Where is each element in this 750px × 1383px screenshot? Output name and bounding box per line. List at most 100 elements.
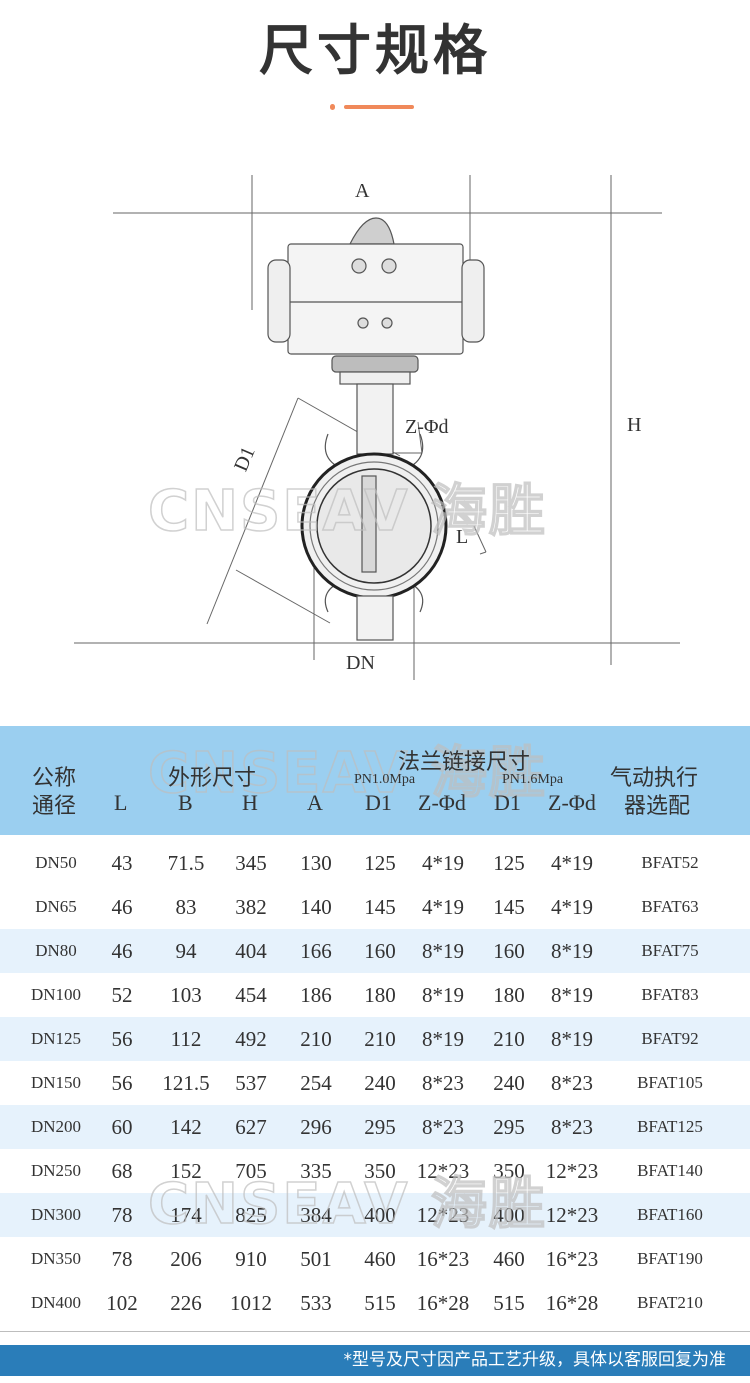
cell-d1-pn16: 180 — [493, 983, 525, 1007]
header-d1-pn10: D1 — [365, 790, 392, 815]
cell-zd-pn16: 16*28 — [545, 1291, 599, 1315]
cell-l: 52 — [111, 983, 133, 1007]
accent-bar — [344, 105, 414, 109]
cell-d1-pn16: 125 — [493, 851, 525, 875]
cell-h: 627 — [235, 1115, 267, 1139]
cell-actuator-model: BFAT125 — [637, 1117, 703, 1136]
cell-b: 206 — [170, 1247, 202, 1271]
cell-actuator-model: BFAT92 — [641, 1029, 699, 1048]
cell-h: 382 — [235, 895, 267, 919]
cell-a: 384 — [300, 1203, 332, 1227]
accent-dot — [330, 104, 335, 110]
cell-dn: DN150 — [30, 1073, 82, 1092]
cell-d1-pn10: 460 — [364, 1247, 396, 1271]
header-actuator-line1: 气动执行 — [610, 766, 699, 791]
cell-b: 112 — [170, 1027, 202, 1051]
cell-h: 537 — [235, 1071, 267, 1095]
cell-d1-pn10: 400 — [364, 1203, 396, 1227]
cell-d1-pn16: 515 — [493, 1291, 525, 1315]
cell-a: 166 — [300, 939, 332, 963]
cell-l: 68 — [111, 1159, 133, 1183]
cell-a: 130 — [300, 851, 332, 875]
cell-dn: DN50 — [35, 853, 77, 872]
butterfly-valve-icon — [74, 175, 680, 680]
cell-zd-pn16: 8*23 — [551, 1115, 593, 1139]
header-flange-group: 法兰链接尺寸 — [398, 750, 531, 775]
cell-zd-pn16: 4*19 — [551, 851, 593, 875]
cell-dn: DN80 — [35, 941, 77, 960]
cell-d1-pn16: 145 — [493, 895, 525, 919]
cell-zd-pn10: 12*23 — [416, 1159, 470, 1183]
cell-h: 345 — [235, 851, 267, 875]
cell-zd-pn10: 4*19 — [422, 851, 464, 875]
cell-d1-pn16: 210 — [493, 1027, 525, 1051]
cell-d1-pn16: 460 — [493, 1247, 525, 1271]
cell-d1-pn10: 210 — [364, 1027, 396, 1051]
cell-actuator-model: BFAT83 — [641, 985, 699, 1004]
cell-a: 335 — [300, 1159, 332, 1183]
cell-d1-pn10: 240 — [364, 1071, 396, 1095]
cell-h: 404 — [235, 939, 267, 963]
cell-actuator-model: BFAT52 — [641, 853, 699, 872]
cell-dn: DN300 — [30, 1205, 82, 1224]
cell-a: 140 — [300, 895, 332, 919]
cell-actuator-model: BFAT105 — [637, 1073, 703, 1092]
dimension-label-z-phi-d: Z-Φd — [405, 416, 449, 438]
cell-h: 1012 — [230, 1291, 272, 1315]
table-bottom-divider — [0, 1331, 750, 1332]
cell-dn: DN125 — [30, 1029, 82, 1048]
cell-b: 226 — [170, 1291, 202, 1315]
cell-actuator-model: BFAT210 — [637, 1293, 703, 1312]
cell-b: 103 — [170, 983, 202, 1007]
cell-d1-pn10: 160 — [364, 939, 396, 963]
cell-zd-pn10: 8*23 — [422, 1115, 464, 1139]
cell-zd-pn16: 12*23 — [545, 1159, 599, 1183]
footer-note-bar: *型号及尺寸因产品工艺升级，具体以客服回复为准 — [0, 1345, 750, 1376]
cell-h: 492 — [235, 1027, 267, 1051]
cell-h: 705 — [235, 1159, 267, 1183]
cell-zd-pn10: 8*19 — [422, 983, 464, 1007]
header-actuator-line2: 器选配 — [624, 794, 691, 819]
cell-zd-pn16: 8*19 — [551, 983, 593, 1007]
cell-zd-pn16: 16*23 — [545, 1247, 599, 1271]
cell-h: 910 — [235, 1247, 267, 1271]
cell-d1-pn16: 400 — [493, 1203, 525, 1227]
cell-a: 210 — [300, 1027, 332, 1051]
page-title: 尺寸规格 — [259, 18, 491, 82]
cell-b: 174 — [170, 1203, 202, 1227]
cell-actuator-model: BFAT190 — [637, 1249, 703, 1268]
cell-actuator-model: BFAT140 — [637, 1161, 703, 1180]
dimension-label-h: H — [627, 414, 642, 436]
cell-zd-pn10: 4*19 — [422, 895, 464, 919]
cell-dn: DN250 — [30, 1161, 82, 1180]
header-nominal-line2: 通径 — [32, 794, 77, 819]
dimension-label-l: L — [456, 526, 469, 548]
cell-a: 533 — [300, 1291, 332, 1315]
cell-b: 142 — [170, 1115, 202, 1139]
cell-zd-pn10: 16*28 — [416, 1291, 470, 1315]
cell-b: 71.5 — [167, 851, 205, 875]
cell-zd-pn16: 8*19 — [551, 939, 593, 963]
cell-b: 152 — [170, 1159, 202, 1183]
cell-l: 43 — [111, 851, 133, 875]
cell-dn: DN200 — [30, 1117, 82, 1136]
cell-d1-pn10: 145 — [364, 895, 396, 919]
cell-zd-pn10: 8*19 — [422, 939, 464, 963]
header-b: B — [178, 790, 193, 815]
header-pn16: PN1.6Mpa — [502, 772, 564, 787]
header-nominal-line1: 公称 — [32, 766, 77, 791]
table-header: CNSEAV 海胜 公称 通径 L 外形尺寸 B H A 法兰链接尺寸 PN1.… — [0, 726, 750, 835]
header-a: A — [307, 790, 323, 815]
cell-actuator-model: BFAT63 — [641, 897, 699, 916]
cell-a: 501 — [300, 1247, 332, 1271]
cell-zd-pn10: 8*19 — [422, 1027, 464, 1051]
cell-actuator-model: BFAT75 — [641, 941, 699, 960]
cell-l: 78 — [111, 1247, 133, 1271]
cell-l: 56 — [111, 1071, 133, 1095]
